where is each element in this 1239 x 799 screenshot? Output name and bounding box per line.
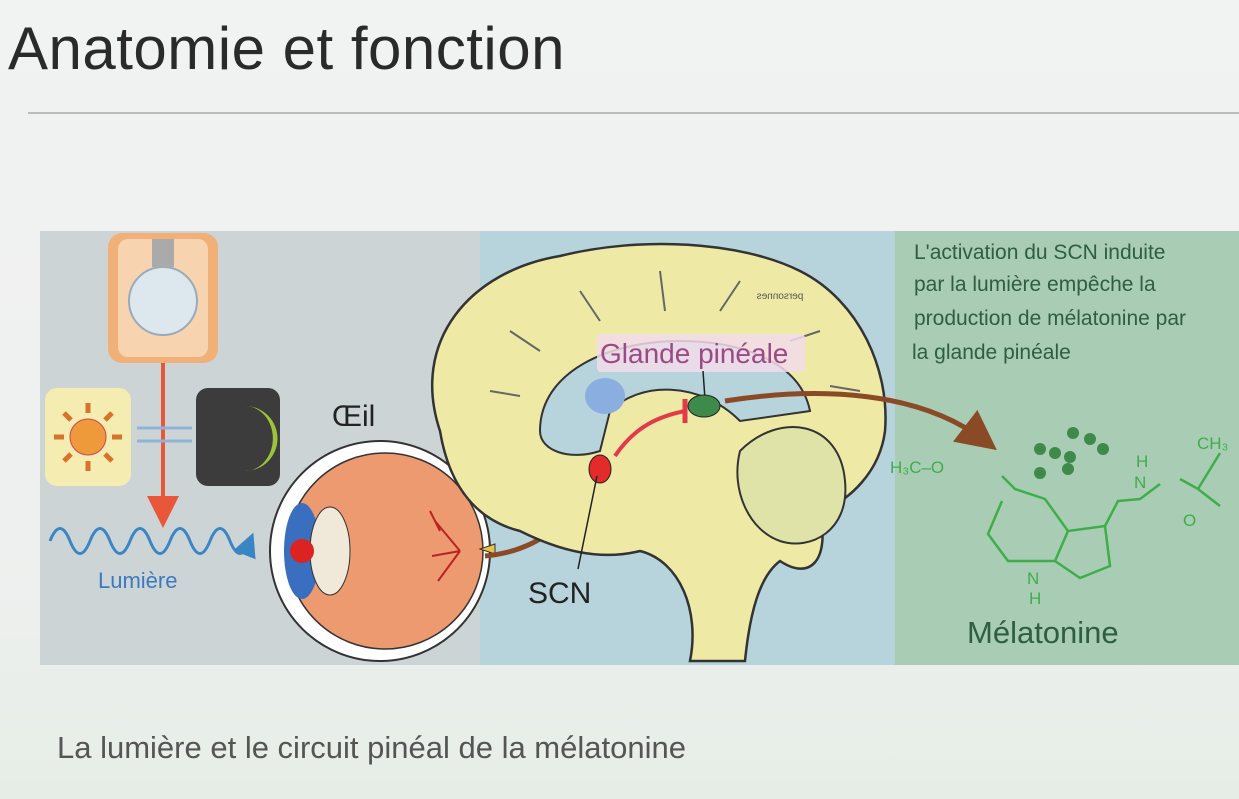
sun-icon	[45, 388, 131, 486]
description-text: L'activation du SCN induite par la lumiè…	[912, 241, 1186, 364]
moon-icon	[196, 388, 280, 486]
pineal-gland	[687, 394, 721, 418]
light-bulb-icon	[108, 233, 218, 363]
svg-text:L'activation du SCN induite: L'activation du SCN induite	[914, 241, 1166, 264]
slide-title: Anatomie et fonction	[8, 15, 566, 82]
scn-label: SCN	[528, 577, 591, 610]
pineal-label: Glande pinéale	[600, 338, 788, 369]
svg-text:par la lumière empêche la: par la lumière empêche la	[914, 273, 1156, 296]
pineal-label-bg	[597, 334, 805, 372]
molecule-name: Mélatonine	[967, 615, 1119, 650]
svg-text:production de mélatonine par: production de mélatonine par	[914, 307, 1186, 330]
inhibition-arrow	[613, 409, 686, 458]
melatonin-release-arrow	[724, 391, 997, 451]
svg-text:la glande pinéale: la glande pinéale	[912, 341, 1071, 364]
molecule-panel	[895, 231, 1239, 665]
light-label: Lumière	[98, 568, 177, 593]
day-night-arrows-icon	[137, 426, 192, 443]
svg-text:N: N	[1027, 569, 1039, 588]
melatonin-structure	[986, 452, 1222, 580]
svg-text:H₃C–O: H₃C–O	[890, 458, 944, 477]
title-divider	[28, 112, 1239, 114]
svg-text:CH₃: CH₃	[1197, 434, 1228, 453]
watermark: personnes	[757, 291, 804, 302]
pineal-pointer	[702, 370, 706, 400]
svg-text:H: H	[1136, 452, 1148, 471]
svg-text:O: O	[1183, 511, 1196, 530]
light-wave	[48, 527, 256, 560]
scn-pointer	[577, 475, 598, 570]
melatonin-granules	[1034, 427, 1109, 479]
svg-text:N: N	[1134, 473, 1146, 492]
molecule-atoms: H₃C–O H N CH₃ O N H	[890, 434, 1228, 608]
scn-nucleus	[588, 454, 612, 484]
svg-text:H: H	[1029, 589, 1041, 608]
figure-caption: La lumière et le circuit pinéal de la mé…	[57, 730, 686, 765]
eye-label: Œil	[332, 400, 375, 433]
eye-illustration	[269, 440, 496, 662]
melatonin-circuit-figure: Lumière Œil personnes Glande pinéale SCN…	[40, 231, 1239, 665]
